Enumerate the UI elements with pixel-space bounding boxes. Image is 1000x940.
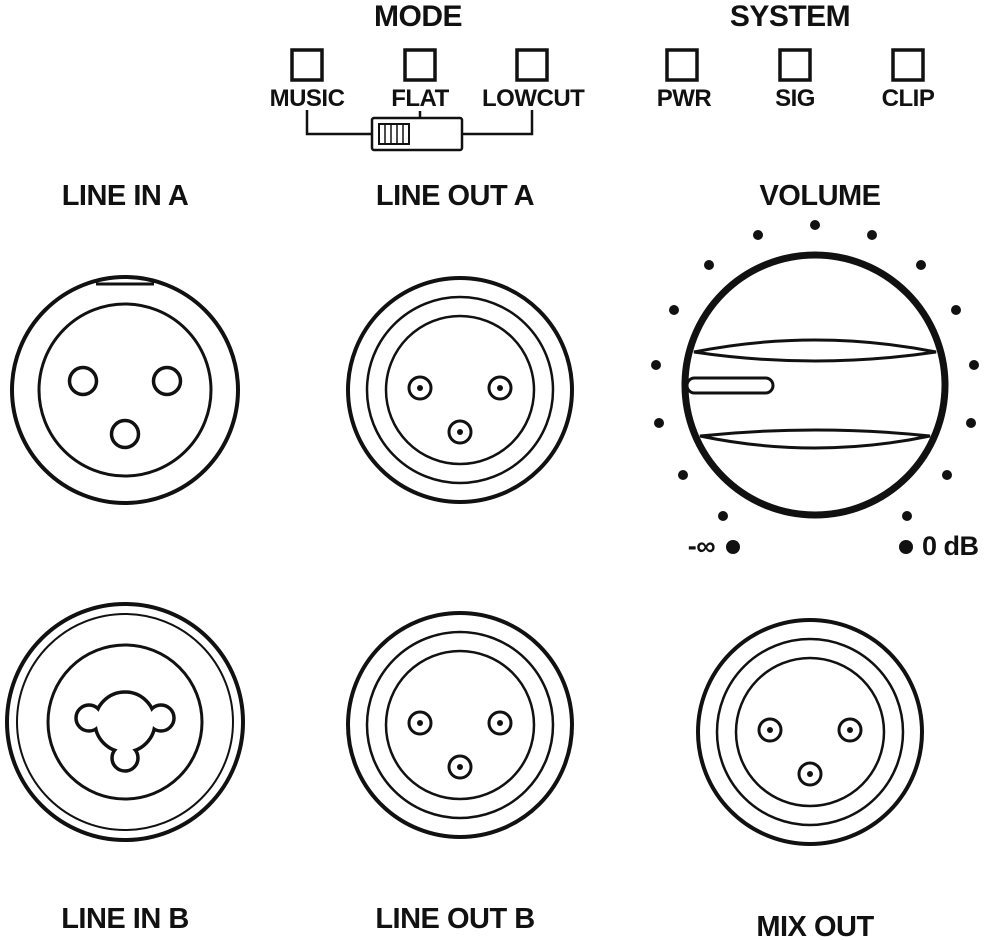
mode-label-flat: FLAT: [391, 85, 449, 112]
xlr-socket-hole: [67, 365, 99, 397]
volume-max-label: 0 dB: [922, 531, 979, 561]
system-led-sig: [778, 48, 812, 82]
volume-title: VOLUME: [759, 180, 881, 212]
system-led-clip: [891, 48, 925, 82]
mode-switch-assembly: [305, 110, 534, 152]
mode-indicator-flat: [403, 48, 437, 82]
system-led-pwr: [665, 48, 699, 82]
volume-min-label: -∞: [687, 531, 716, 561]
xlr-socket-hole: [109, 418, 141, 450]
mode-label-lowcut: LOWCUT: [482, 85, 585, 112]
knob-pointer: [685, 376, 775, 395]
connector-line-out-a: [346, 276, 574, 504]
xlr-socket-hole: [151, 365, 183, 397]
connector-line-in-a: [10, 275, 240, 505]
connector-line-out-b: [346, 611, 574, 839]
system-label-sig: SIG: [775, 85, 815, 112]
mode-switch-slider-hatch: [384, 124, 404, 144]
mode-label-music: MUSIC: [269, 85, 345, 112]
volume-min-dot: [726, 540, 740, 554]
knob-grip-upper: [693, 338, 937, 363]
line-out-b-label: LINE OUT B: [375, 903, 535, 935]
combo-jack-center: [93, 690, 157, 754]
mode-indicator-music: [290, 48, 324, 82]
volume-max-dot: [899, 540, 913, 554]
mode-indicator-lowcut: [515, 48, 549, 82]
system-label-clip: CLIP: [881, 85, 935, 112]
line-in-b-label: LINE IN B: [61, 903, 189, 935]
connector-mix-out: [696, 618, 924, 846]
combo-jack-lobes: [74, 703, 176, 773]
mode-title: MODE: [374, 0, 463, 33]
mix-out-label: MIX OUT: [756, 911, 874, 940]
line-out-a-label: LINE OUT A: [375, 180, 535, 212]
line-in-a-label: LINE IN A: [61, 180, 189, 212]
knob-grip-lower: [699, 428, 931, 450]
system-label-pwr: PWR: [656, 85, 712, 112]
mode-switch-slider[interactable]: [378, 123, 410, 145]
connector-line-in-b: [5, 602, 245, 842]
volume-scale-dots: [651, 220, 979, 521]
system-title: SYSTEM: [729, 0, 851, 33]
volume-knob[interactable]: [681, 251, 949, 519]
